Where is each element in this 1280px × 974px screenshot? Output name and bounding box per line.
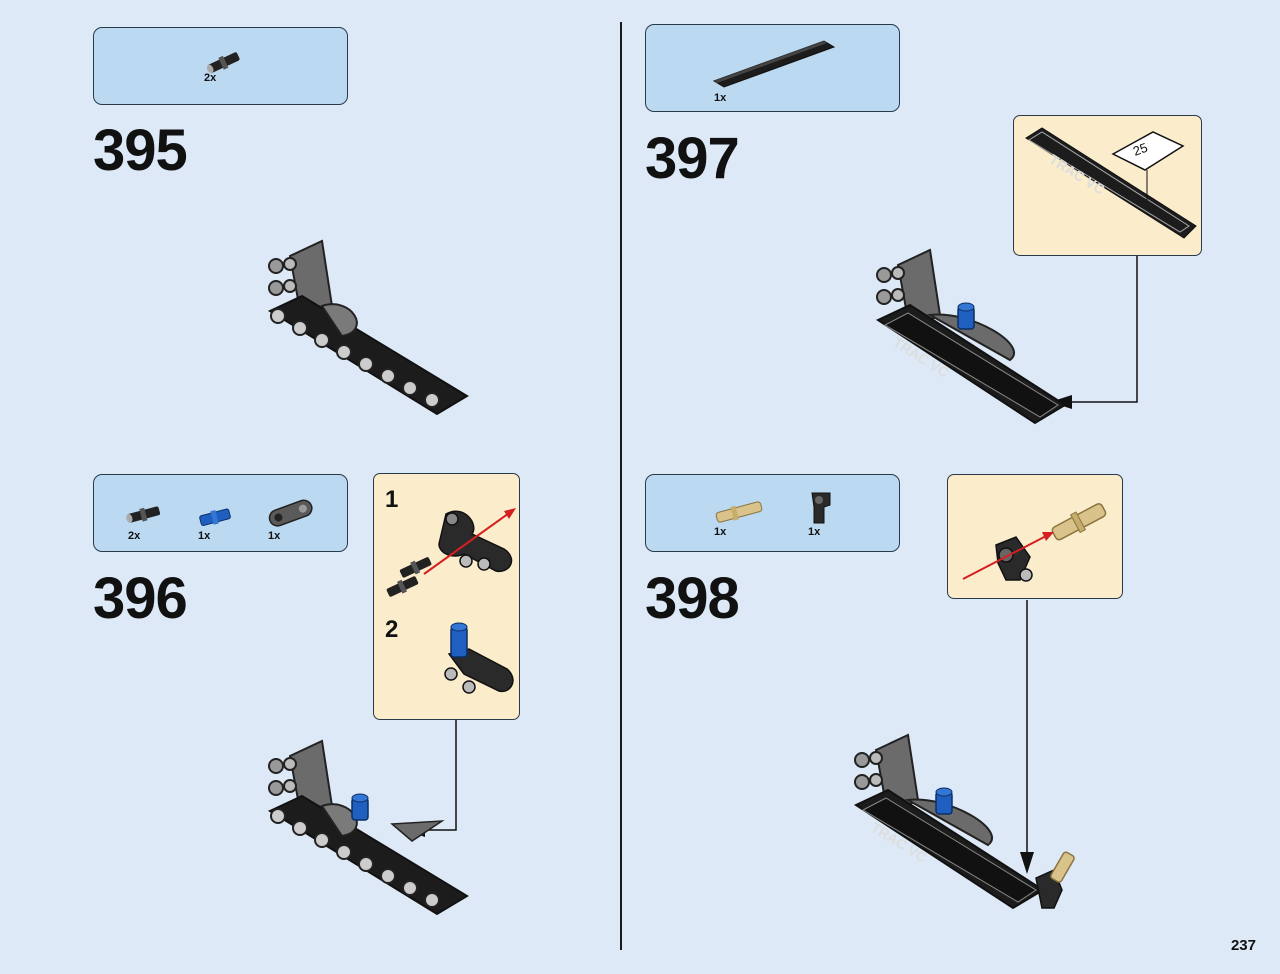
parts-callout-396: 2x 1x 1x <box>93 474 348 552</box>
substep-number: 1 <box>385 486 399 513</box>
step-number: 396 <box>93 566 188 631</box>
sticker-sheet-number: 25 <box>1131 140 1150 159</box>
part-qty: 1x <box>808 526 821 538</box>
sticker-callout-397: TRAC VC 25 <box>1013 115 1202 256</box>
parts-callout-398: 1x 1x <box>645 474 900 552</box>
liftarm-sticker-assembly-icon: TRAC VC <box>875 248 1067 425</box>
step-number: 398 <box>645 566 740 631</box>
step-number: 395 <box>93 118 188 183</box>
blue-axle-pin-icon <box>199 508 231 527</box>
liftarm-sticker-assembly-icon: TRAC VC <box>853 733 1075 910</box>
substep-callout-396: 1 2 <box>373 473 520 720</box>
black-friction-pin-icon <box>126 506 161 523</box>
page-number: 237 <box>1230 937 1256 954</box>
substep-1-assembly-icon <box>386 508 516 597</box>
black-connector-icon <box>811 492 831 524</box>
liftarm-assembly-icon <box>267 739 469 916</box>
substep-number: 2 <box>385 616 399 643</box>
part-qty: 1x <box>198 530 211 542</box>
part-qty: 2x <box>204 72 217 84</box>
sticker-sheet-icon: 25 <box>1111 131 1185 200</box>
parts-callout-397: 1x <box>645 24 900 112</box>
gray-liftarm-icon <box>268 499 313 527</box>
tan-axle-pin-icon <box>715 501 763 523</box>
substep-assembly-icon <box>962 503 1107 582</box>
part-qty: 1x <box>268 530 281 542</box>
liftarm-assembly-icon <box>267 239 469 416</box>
black-friction-pin-icon <box>206 52 240 74</box>
page-divider <box>620 22 622 950</box>
sticker-tile-icon: TRAC VC <box>1025 127 1197 239</box>
parts-callout-395: 2x <box>93 27 348 105</box>
black-tile-icon <box>712 40 836 88</box>
callout-arrow <box>1020 600 1034 874</box>
part-qty: 2x <box>128 530 141 542</box>
step-number: 397 <box>645 126 740 191</box>
substep-2-assembly-icon <box>444 622 514 694</box>
part-qty: 1x <box>714 92 727 104</box>
part-qty: 1x <box>714 526 727 538</box>
substep-callout-398 <box>947 474 1123 599</box>
